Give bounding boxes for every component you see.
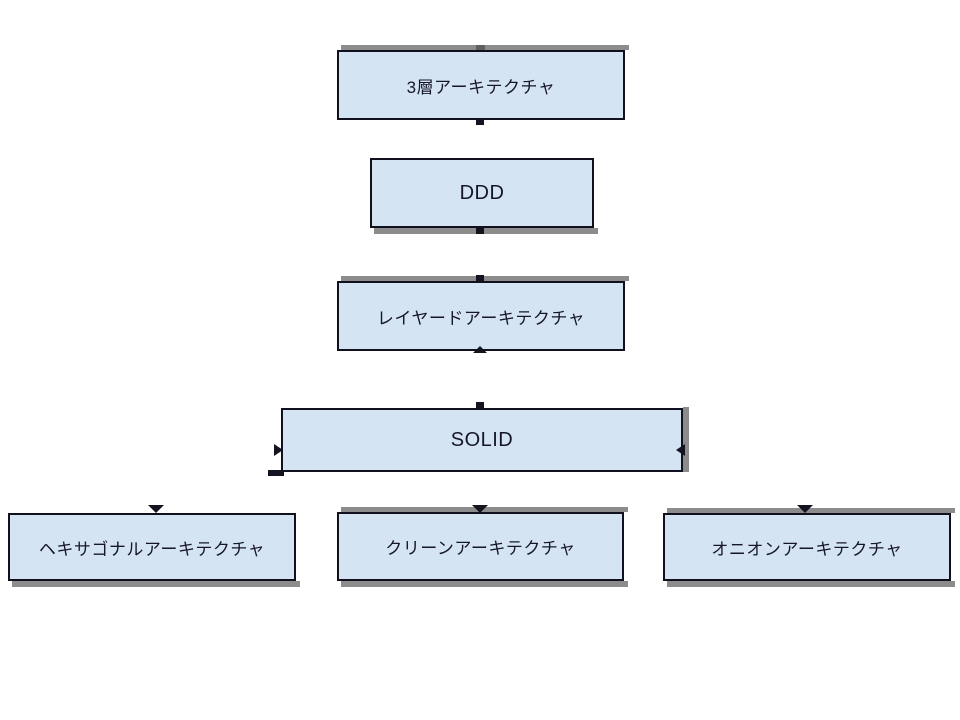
connector-tick (476, 227, 484, 234)
connector-arrowhead-up (473, 346, 487, 353)
node-label: DDD (459, 181, 505, 204)
connector-arrowhead-right (274, 444, 283, 456)
node-hexagonal-architecture: ヘキサゴナルアーキテクチャ (8, 513, 300, 587)
node-ddd: DDD (370, 158, 598, 234)
node-label: ヘキサゴナルアーキテクチャ (38, 539, 266, 559)
node-onion-architecture: オニオンアーキテクチャ (663, 508, 955, 587)
node-label: オニオンアーキテクチャ (711, 539, 903, 559)
node-label: レイヤードアーキテクチャ (376, 308, 586, 328)
connector-tick (476, 275, 484, 282)
connector-tick (476, 119, 484, 125)
connector-tick (268, 470, 284, 476)
connector-arrowhead-down (148, 505, 164, 513)
connector-arrowhead-left (676, 444, 685, 456)
node-label: クリーンアーキテクチャ (385, 539, 576, 558)
node-label: SOLID (450, 428, 514, 451)
node-clean-architecture: クリーンアーキテクチャ (337, 507, 628, 587)
node-label: 3層アーキテクチャ (406, 77, 556, 97)
connector-tick (476, 402, 484, 408)
node-three-tier-architecture: 3層アーキテクチャ (337, 45, 629, 120)
connector-tick (476, 45, 485, 50)
node-solid: SOLID (281, 407, 689, 472)
connector-arrowhead-down (797, 505, 813, 513)
node-layered-architecture: レイヤードアーキテクチャ (337, 276, 629, 351)
connector-arrowhead-down (472, 505, 488, 513)
